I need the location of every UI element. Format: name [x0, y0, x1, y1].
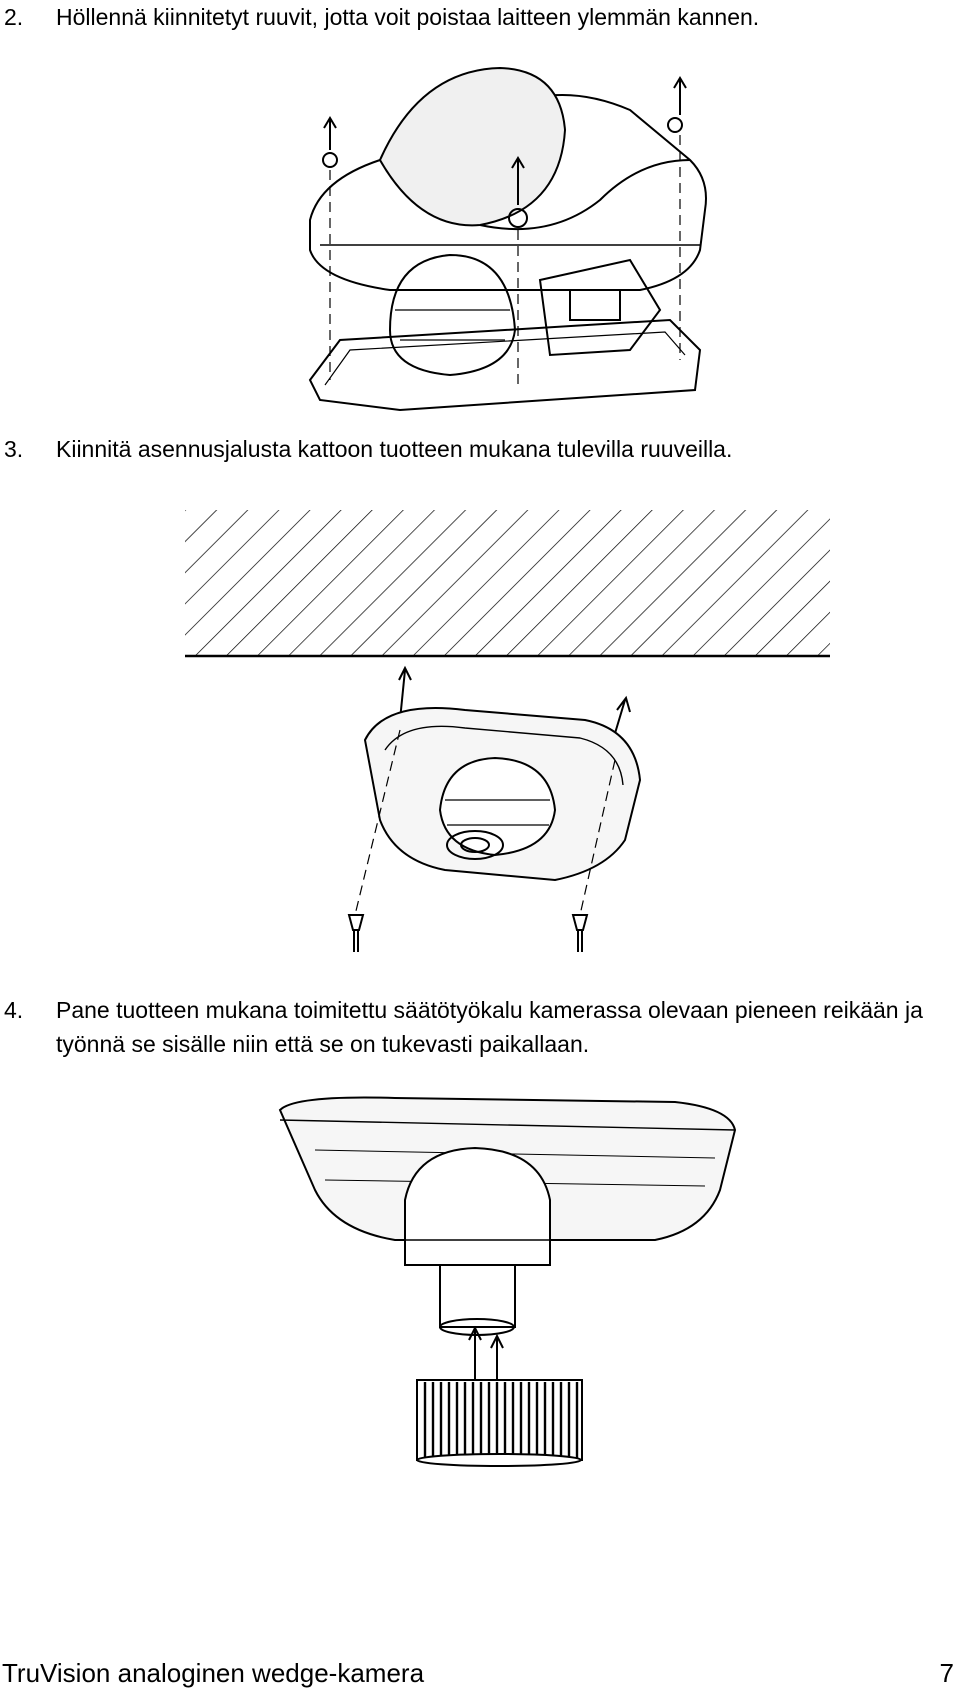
page-number: 7 [939, 1658, 954, 1688]
step-number: 3. [4, 436, 24, 462]
step-text: Pane tuotteen mukana toimitettu säätötyö… [56, 997, 923, 1057]
figure-remove-cover [300, 50, 720, 450]
step-number: 2. [4, 4, 24, 30]
step-number: 4. [4, 997, 24, 1023]
figure-mount-base [345, 660, 655, 980]
step-text: Kiinnitä asennusjalusta kattoon tuotteen… [56, 436, 733, 462]
step-text: Höllennä kiinnitetyt ruuvit, jotta voit … [56, 4, 760, 30]
footer-title: TruVision analoginen wedge-kamera [2, 1658, 425, 1688]
page-footer: TruVision analoginen wedge-kamera 7 [0, 1656, 960, 1690]
figure-ceiling [185, 510, 835, 660]
figure-adjustment-tool [275, 1090, 745, 1470]
